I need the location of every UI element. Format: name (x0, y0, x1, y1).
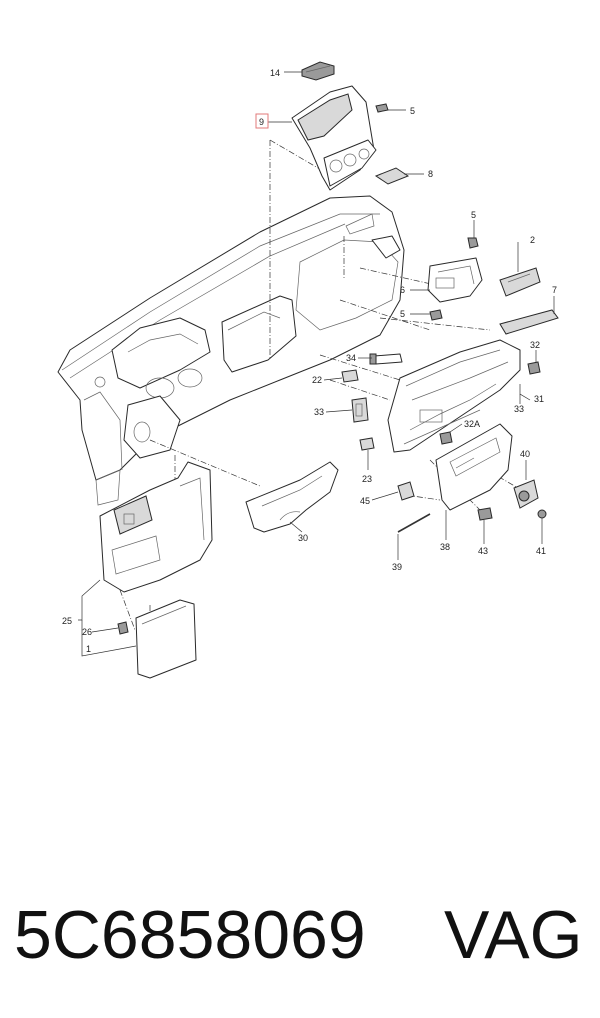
callout-5-mid: 5 (471, 210, 476, 220)
part-30-lower-trim (245, 461, 339, 533)
callout-5-lower: 5 (400, 309, 405, 319)
part-1-cover-panel (135, 599, 197, 679)
part-45-switch (397, 481, 415, 501)
callout-40: 40 (520, 449, 530, 459)
part-6-bracket (427, 257, 483, 303)
highlight-box-9 (255, 113, 269, 129)
part-33-clip (351, 397, 369, 423)
callout-39: 39 (392, 562, 402, 572)
callout-25: 25 (62, 616, 72, 626)
part-2-handle (499, 267, 541, 297)
callout-9: 9 (259, 117, 264, 127)
callout-leaders (78, 71, 555, 657)
part-9-center-trim (291, 85, 377, 191)
part-39-rod (397, 513, 431, 533)
part-31-glovebox-housing (387, 339, 521, 453)
part-40-lock (513, 479, 539, 509)
callout-33-right: 33 (514, 404, 524, 414)
callout-32a: 32A (464, 419, 480, 429)
part-14-vent (301, 61, 335, 81)
brand-name: VAG (444, 897, 583, 973)
part-38-glovebox-lid (435, 423, 513, 511)
part-number: 5C6858069 (14, 897, 366, 973)
part-5-screw-mid (429, 237, 479, 321)
callout-22: 22 (312, 375, 322, 385)
part-25-knee-panel (99, 461, 213, 593)
callout-41: 41 (536, 546, 546, 556)
part-23-clip (359, 437, 375, 451)
callout-5-top: 5 (410, 106, 415, 116)
part-8-pad (374, 167, 410, 185)
callout-1: 1 (86, 644, 91, 654)
part-22-clip (341, 369, 359, 383)
caption-bar: 5C6858069 VAG (0, 880, 600, 990)
callout-26: 26 (82, 627, 92, 637)
part-32a-clip (439, 431, 453, 445)
part-41-screw (537, 509, 547, 519)
callout-30: 30 (298, 533, 308, 543)
part-43-screw (477, 507, 493, 521)
part-5-screw-top (375, 103, 406, 113)
part-32-clip (527, 361, 541, 375)
callout-23: 23 (362, 474, 372, 484)
part-26-screw (117, 621, 129, 635)
callout-2: 2 (530, 235, 535, 245)
callout-33-left: 33 (314, 407, 324, 417)
callout-32: 32 (530, 340, 540, 350)
exploded-parts-diagram: 14 5 9 8 5 2 6 7 5 32 34 22 31 33 33 32A… (57, 61, 559, 679)
callout-38: 38 (440, 542, 450, 552)
part-34-bolt (369, 353, 403, 365)
dashboard-panel (57, 195, 405, 506)
part-7-plate (499, 309, 559, 335)
callout-labels: 14 5 9 8 5 2 6 7 5 32 34 22 31 33 33 32A… (62, 68, 557, 654)
callout-7: 7 (552, 285, 557, 295)
callout-43: 43 (478, 546, 488, 556)
callout-6: 6 (400, 285, 405, 295)
callout-31: 31 (534, 394, 544, 404)
callout-45: 45 (360, 496, 370, 506)
callout-14: 14 (270, 68, 280, 78)
callout-34: 34 (346, 353, 356, 363)
callout-8: 8 (428, 169, 433, 179)
